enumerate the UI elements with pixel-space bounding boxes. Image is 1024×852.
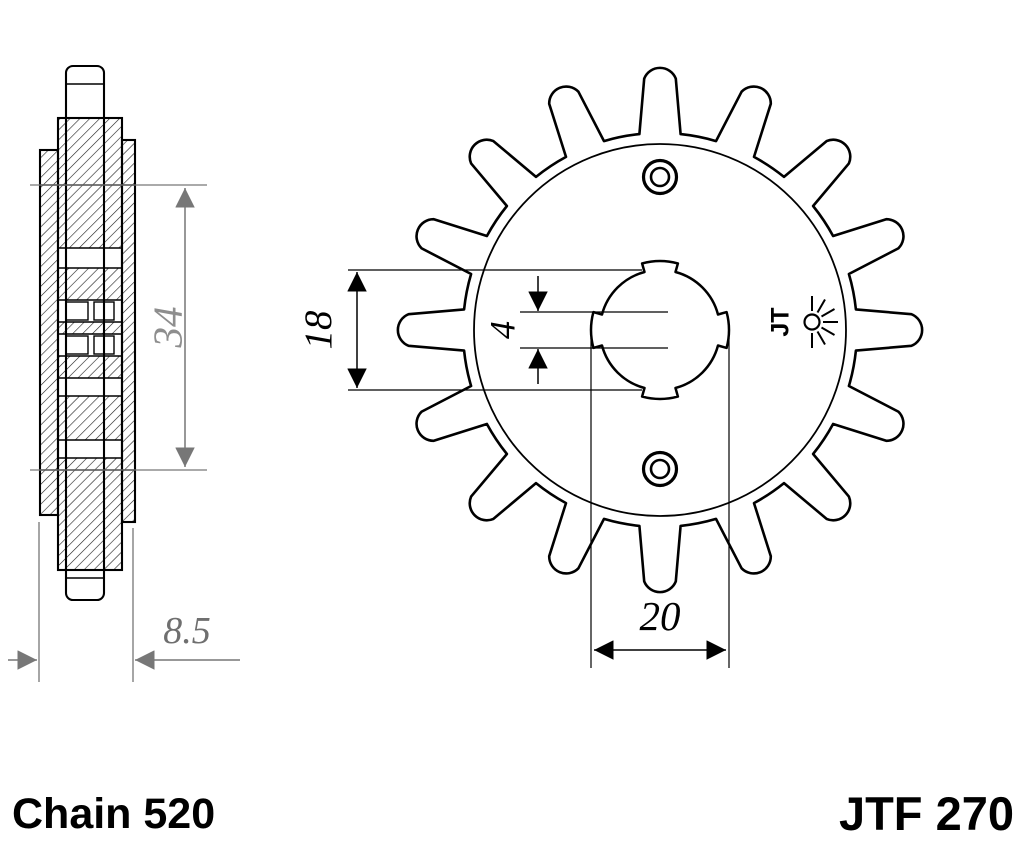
plate-outline: [64, 64, 106, 602]
right-flange-outline: [120, 138, 137, 524]
front-view: JT: [396, 66, 924, 594]
front-view-dimensions: 18 4 20: [297, 269, 730, 668]
chain-label: Chain 520: [12, 790, 215, 838]
roller-section: [65, 335, 89, 355]
dim-label-18: 18: [297, 310, 340, 350]
dim-label-8-5: 8.5: [163, 610, 211, 652]
dim-label-4: 4: [482, 321, 522, 339]
sun-icon: [803, 313, 821, 331]
right-flange-hatch: [122, 140, 135, 522]
roller-section: [65, 301, 89, 321]
roller-section: [93, 335, 115, 355]
dim-label-20: 20: [640, 593, 681, 639]
bolt-hole-top: [641, 158, 679, 196]
jt-logo-text: JT: [767, 307, 795, 336]
dim-label-34: 34: [144, 307, 190, 349]
side-view: [38, 64, 137, 602]
relief-band: [58, 440, 122, 458]
captions: Chain 520 JTF 270: [12, 787, 1014, 840]
part-number-label: JTF 270: [839, 787, 1014, 840]
left-boss-outline: [38, 148, 60, 517]
sun-rays-icon: [811, 296, 838, 348]
relief-band: [58, 378, 122, 396]
pitch-circle: [473, 143, 847, 517]
bolt-hole-inner: [649, 458, 671, 480]
side-view-dimensions: 34 8.5: [8, 184, 240, 682]
relief-band: [58, 248, 122, 268]
relief-band: [58, 300, 122, 322]
left-boss-hatch: [40, 150, 58, 515]
jt-logo: JT: [767, 296, 838, 348]
bolt-hole-inner: [649, 166, 671, 188]
roller-section: [93, 301, 115, 321]
bolt-hole-bottom: [641, 450, 679, 488]
spline-bore-outline: [589, 259, 731, 401]
relief-band: [58, 334, 122, 356]
